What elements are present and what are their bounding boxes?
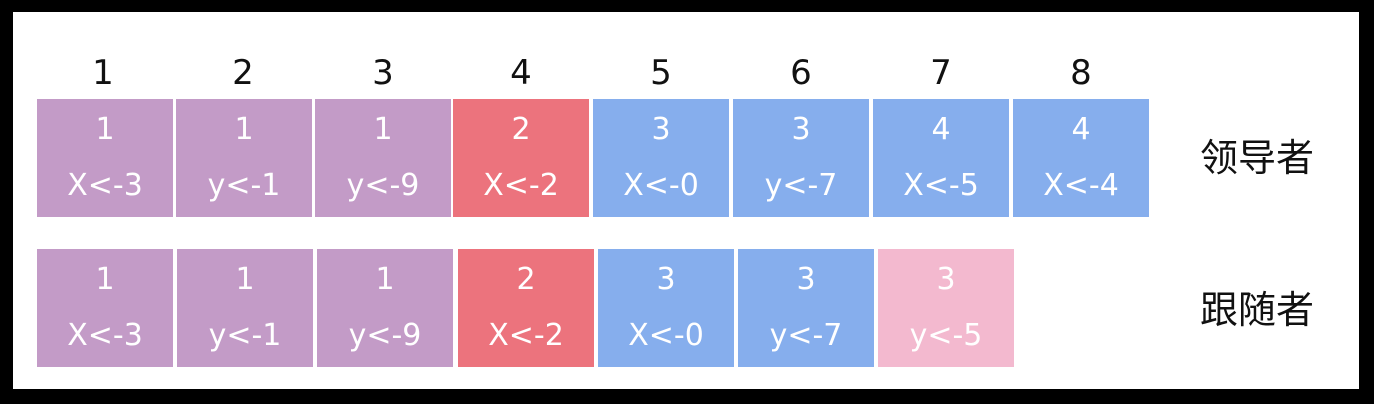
leader-label: 领导者	[1200, 136, 1315, 180]
entry-term: 3	[791, 112, 811, 147]
log-entry: 3 X<-0	[598, 249, 734, 367]
entry-command: y<-7	[764, 168, 838, 203]
entry-command: X<-2	[488, 318, 564, 353]
log-entry: 1 X<-3	[37, 99, 173, 217]
entry-term: 1	[375, 262, 395, 297]
entry-term: 2	[511, 112, 531, 147]
index-label: 3	[372, 53, 394, 93]
log-entry: 4 X<-4	[1013, 99, 1149, 217]
entry-term: 2	[516, 262, 536, 297]
index-label: 1	[92, 53, 114, 93]
index-label: 4	[510, 53, 532, 93]
log-entry: 1 y<-1	[177, 249, 313, 367]
index-label: 2	[232, 53, 254, 93]
entry-term: 1	[95, 112, 115, 147]
entry-term: 3	[936, 262, 956, 297]
index-label: 7	[930, 53, 952, 93]
entry-term: 4	[931, 112, 951, 147]
entry-term: 3	[651, 112, 671, 147]
entry-term: 1	[234, 112, 254, 147]
log-entry: 2 X<-2	[458, 249, 594, 367]
entry-command: X<-0	[628, 318, 704, 353]
entry-command: X<-2	[483, 168, 559, 203]
entry-command: X<-4	[1043, 168, 1119, 203]
entry-command: X<-3	[67, 318, 143, 353]
entry-command: y<-9	[346, 168, 420, 203]
log-entry: 1 X<-3	[37, 249, 173, 367]
index-label: 6	[790, 53, 812, 93]
entry-command: y<-1	[208, 318, 282, 353]
entry-command: X<-0	[623, 168, 699, 203]
entry-term: 1	[235, 262, 255, 297]
log-entry: 4 X<-5	[873, 99, 1009, 217]
follower-log: 1 X<-3 1 y<-1 1 y<-9 2 X<-2 3 X<-0 3 y<-…	[13, 249, 1023, 367]
entry-term: 1	[373, 112, 393, 147]
leader-log: 1 X<-3 1 y<-1 1 y<-9 2 X<-2 3 X<-0 3 y<-…	[13, 99, 1173, 217]
entry-term: 3	[796, 262, 816, 297]
log-entry: 2 X<-2	[453, 99, 589, 217]
log-entry-uncommitted: 3 y<-5	[878, 249, 1014, 367]
log-entry: 3 X<-0	[593, 99, 729, 217]
log-entry: 3 y<-7	[738, 249, 874, 367]
entry-command: y<-9	[348, 318, 422, 353]
index-label: 8	[1070, 53, 1092, 93]
follower-label: 跟随者	[1200, 288, 1315, 332]
entry-command: y<-1	[207, 168, 281, 203]
log-entry: 1 y<-1	[176, 99, 312, 217]
log-entry: 3 y<-7	[733, 99, 869, 217]
entry-term: 4	[1071, 112, 1091, 147]
diagram-frame: 1 2 3 4 5 6 7 8 1 X<-3 1 y<-1 1 y<-9 2 X…	[13, 12, 1359, 389]
entry-command: y<-5	[909, 318, 983, 353]
entry-term: 3	[656, 262, 676, 297]
entry-command: X<-3	[67, 168, 143, 203]
index-label: 5	[650, 53, 672, 93]
entry-term: 1	[95, 262, 115, 297]
entry-command: y<-7	[769, 318, 843, 353]
log-entry: 1 y<-9	[315, 99, 451, 217]
log-entry: 1 y<-9	[317, 249, 453, 367]
entry-command: X<-5	[903, 168, 979, 203]
